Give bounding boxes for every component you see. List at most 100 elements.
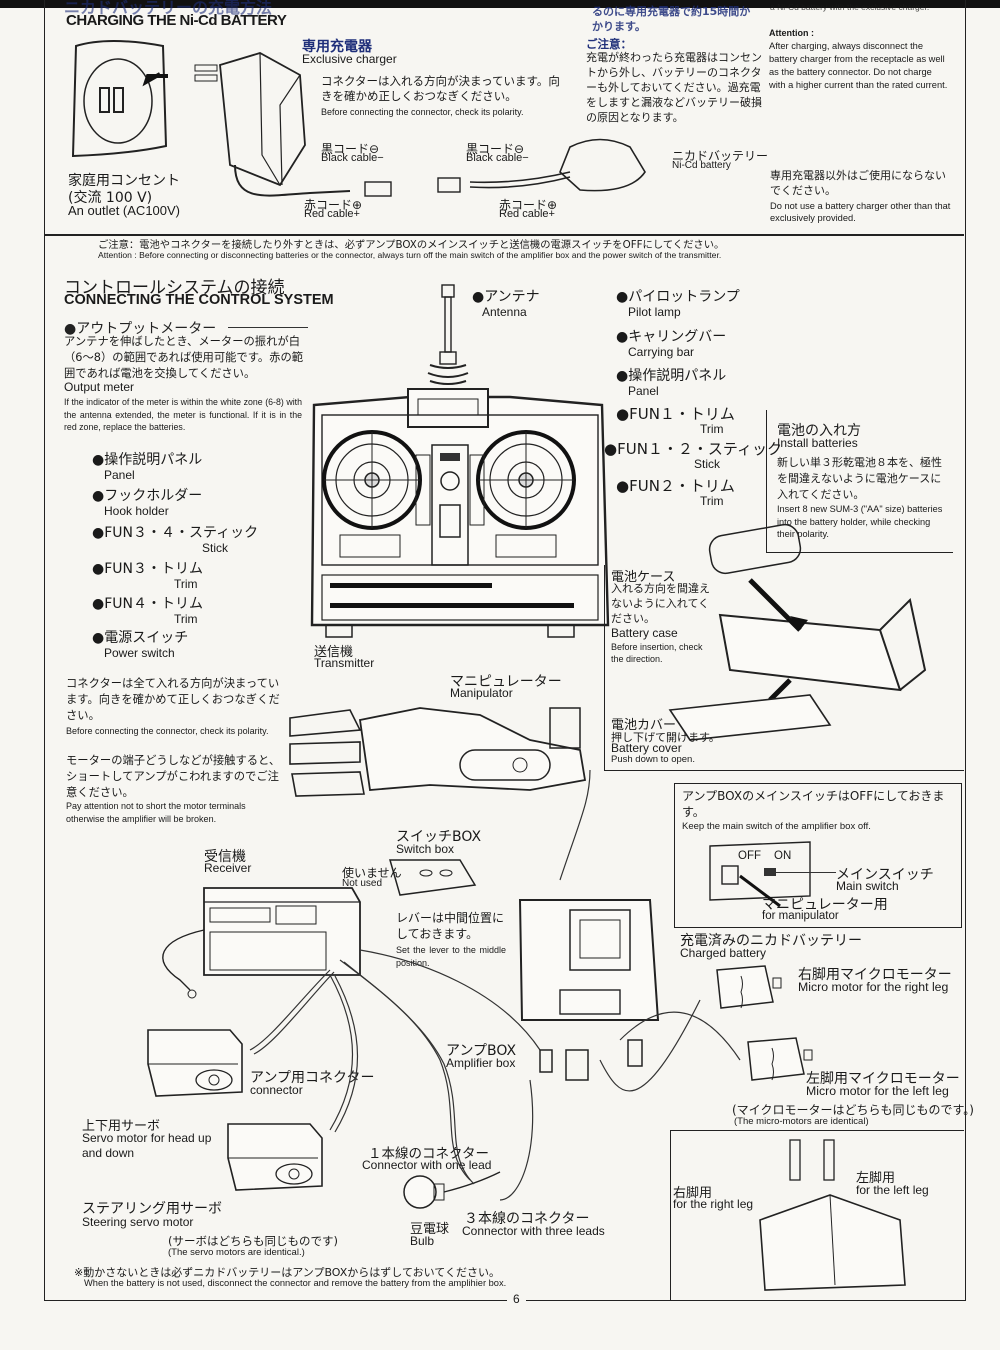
outlet-label-ja: 家庭用コンセント: [68, 173, 180, 189]
connector-note: Before connecting the connector, check i…: [321, 107, 524, 117]
black-cable2-label: Black cable−: [466, 152, 529, 164]
control-title-ja: コントロールシステムの接続: [64, 278, 285, 298]
transmitter-label-ja: 送信機: [314, 645, 354, 660]
charger-plug: [364, 181, 392, 197]
main-switch-illustration: [709, 841, 811, 908]
charger-label-ja: 専用充電器: [302, 39, 372, 55]
left-label-panel: ●操作説明パネル Panel: [92, 452, 203, 482]
right-motor-label: Micro motor for the right leg: [798, 980, 949, 994]
caution-ja: 充電が終わったら充電器はコンセントから外し、バッテリーのコネクターも外しておいて…: [586, 51, 762, 124]
battery-case-title: Battery case: [611, 626, 678, 640]
battery-cover-title-ja: 電池カバー: [611, 718, 677, 733]
amp-connector-label: connector: [250, 1083, 303, 1097]
outlet-label-ja2: (交流 100 V): [68, 190, 153, 206]
caution-label-ja: ご注意：: [586, 37, 632, 51]
connector-polarity-ja: コネクターは全て入れる方向が決まっています。向きを確かめて正しくおつなぎください…: [66, 677, 280, 722]
head-servo-label: Servo motor for head up and down: [82, 1131, 212, 1160]
battery-section-divider: [604, 770, 964, 771]
charge-time-ja: るのに専用充電器で約15時間かかります。: [592, 5, 751, 33]
black-cable-label: Black cable−: [321, 152, 384, 164]
main-switch-label: Main switch: [836, 879, 899, 893]
receiver-illustration: [162, 887, 361, 999]
left-motor-label-ja: 左脚用マイクロモーター: [806, 1071, 960, 1087]
main-switch-note: Keep the main switch of the amplifier bo…: [682, 821, 871, 832]
battery-section-left-line: [604, 565, 605, 770]
caution-label: Attention :: [769, 28, 814, 38]
right-motor-label-ja: 右脚用マイクロモーター: [798, 967, 952, 983]
output-meter-label: Output meter: [64, 380, 135, 394]
connector-polarity: Before connecting the connector, check i…: [66, 726, 269, 736]
steering-servo-illustration: [227, 1123, 323, 1191]
switch-off-label: OFF: [738, 850, 761, 862]
install-title-ja: 電池の入れ方: [777, 423, 861, 439]
servo-note: (The servo motors are identical.): [168, 1247, 305, 1258]
red-cable-ja: 赤コード⊕: [304, 198, 363, 212]
right-leg-label: for the right leg: [673, 1197, 754, 1211]
switch-box-label-ja: スイッチBOX: [396, 829, 482, 845]
receiver-label: Receiver: [204, 861, 252, 875]
main-switch-note-ja: アンプBOXのメインスイッチはOFFにしておきます。: [682, 789, 945, 819]
amp-box-label-ja: アンプBOX: [446, 1043, 517, 1059]
right-label-antenna: ●アンテナ Antenna: [472, 289, 540, 319]
outlet-illustration: [71, 40, 168, 158]
one-lead-label: Connector with one lead: [362, 1158, 492, 1172]
transmitter-label: Transmitter: [314, 656, 375, 670]
right-leg-label-ja: 右脚用: [673, 1186, 713, 1201]
footer-note: When the battery is not used, disconnect…: [84, 1278, 507, 1288]
switch-box-label: Switch box: [396, 842, 455, 856]
footer-note-ja: ※動かさないときは必ずニカドバッテリーはアンプBOXからはずしておいてください。: [74, 1266, 500, 1279]
exclusive-note-ja: 専用充電器以外はご使用にならないでください。: [770, 169, 946, 197]
left-motor-label: Micro motor for the left leg: [806, 1084, 949, 1098]
black-cable2-ja: 黒コード⊖: [466, 142, 525, 156]
lever-note-ja: レバーは中間位置にしておきます。: [396, 911, 505, 941]
manipulator-label: Manipulator: [450, 686, 513, 700]
page-number: 6: [507, 1292, 526, 1306]
motor-note-ja: (マイクロモーターはどちらも同じものです。): [732, 1103, 974, 1117]
battery-case-ja: 入れる方向を間違えないように入れてください。: [611, 582, 710, 625]
red-cable2-label: Red cable+: [499, 208, 555, 220]
right-label-panel: ●操作説明パネル Panel: [616, 368, 727, 398]
control-title: CONNECTING THE CONTROL SYSTEM: [64, 292, 334, 308]
left-label-power-switch: ●電源スイッチ Power switch: [92, 630, 189, 660]
servo-note-ja: (サーボはどちらも同じものです): [168, 1234, 338, 1248]
install-batteries-box: [766, 410, 953, 553]
left-label-hook-holder: ●フックホルダー Hook holder: [92, 488, 203, 518]
bulb-illustration: [403, 1171, 501, 1209]
head-servo-label-ja: 上下用サーボ: [82, 1119, 161, 1134]
receiver-label-ja: 受信機: [204, 849, 246, 865]
install-ja: 新しい単３形乾電池８本を、極性を間違えないように電池ケースに入れてください。: [777, 456, 942, 501]
install-en: Insert 8 new SUM-3 ("AA" size) batteries…: [777, 504, 943, 539]
amplifier-box-illustration: [518, 899, 660, 1021]
charger-illustration: [194, 52, 351, 197]
three-lead-label-ja: ３本線のコネクター: [464, 1211, 590, 1227]
exclusive-note: Do not use a battery charger other than …: [770, 201, 951, 223]
attention-en: Attention : Before connecting or disconn…: [98, 250, 722, 260]
battery-case-illustration: [668, 523, 927, 741]
top-band: [0, 0, 1000, 8]
right-label-fun12-stick: ●FUN１・２・スティック Stick: [604, 440, 783, 471]
charged-battery-label-ja: 充電済みのニカドバッテリー: [680, 933, 862, 949]
three-lead-label: Connector with three leads: [462, 1224, 605, 1238]
attention-ja: ご注意：電池やコネクターを接続したり外すときは、必ずアンプBOXのメインスイッチ…: [98, 239, 725, 251]
steering-servo-label-ja: ステアリング用サーボ: [82, 1201, 222, 1217]
battery-cover-desc: Push down to open.: [611, 754, 695, 765]
for-manipulator-ja: マニピュレーター用: [762, 897, 888, 913]
right-label-pilot-lamp: ●パイロットランプ Pilot lamp: [616, 289, 740, 319]
main-switch-leader: [776, 872, 836, 873]
leg-section-left-line: [670, 1130, 671, 1300]
left-micro-motor: [747, 1037, 813, 1081]
red-cable2-ja: 赤コード⊕: [499, 198, 558, 212]
leg-section-divider: [670, 1130, 964, 1131]
head-servo-illustration: [147, 1029, 243, 1097]
battery-case-desc: Before insertion, check the direction.: [611, 642, 703, 664]
for-manipulator-label: for manipulator: [762, 910, 839, 922]
short-warning-ja: モーターの端子どうしなどが接触すると、ショートしてアンプがこわれますのでご注意く…: [66, 754, 281, 799]
charging-title-ja: ニカドバッテリーの充電方法: [64, 0, 273, 17]
main-switch-label-ja: メインスイッチ: [836, 867, 934, 883]
charger-label: Exclusive charger: [302, 52, 397, 66]
battery-plug: [437, 177, 461, 193]
output-meter-leader: [228, 327, 308, 328]
left-label-fun3-trim: ●FUN３・トリム Trim: [92, 561, 203, 591]
main-switch-box: [674, 783, 962, 928]
